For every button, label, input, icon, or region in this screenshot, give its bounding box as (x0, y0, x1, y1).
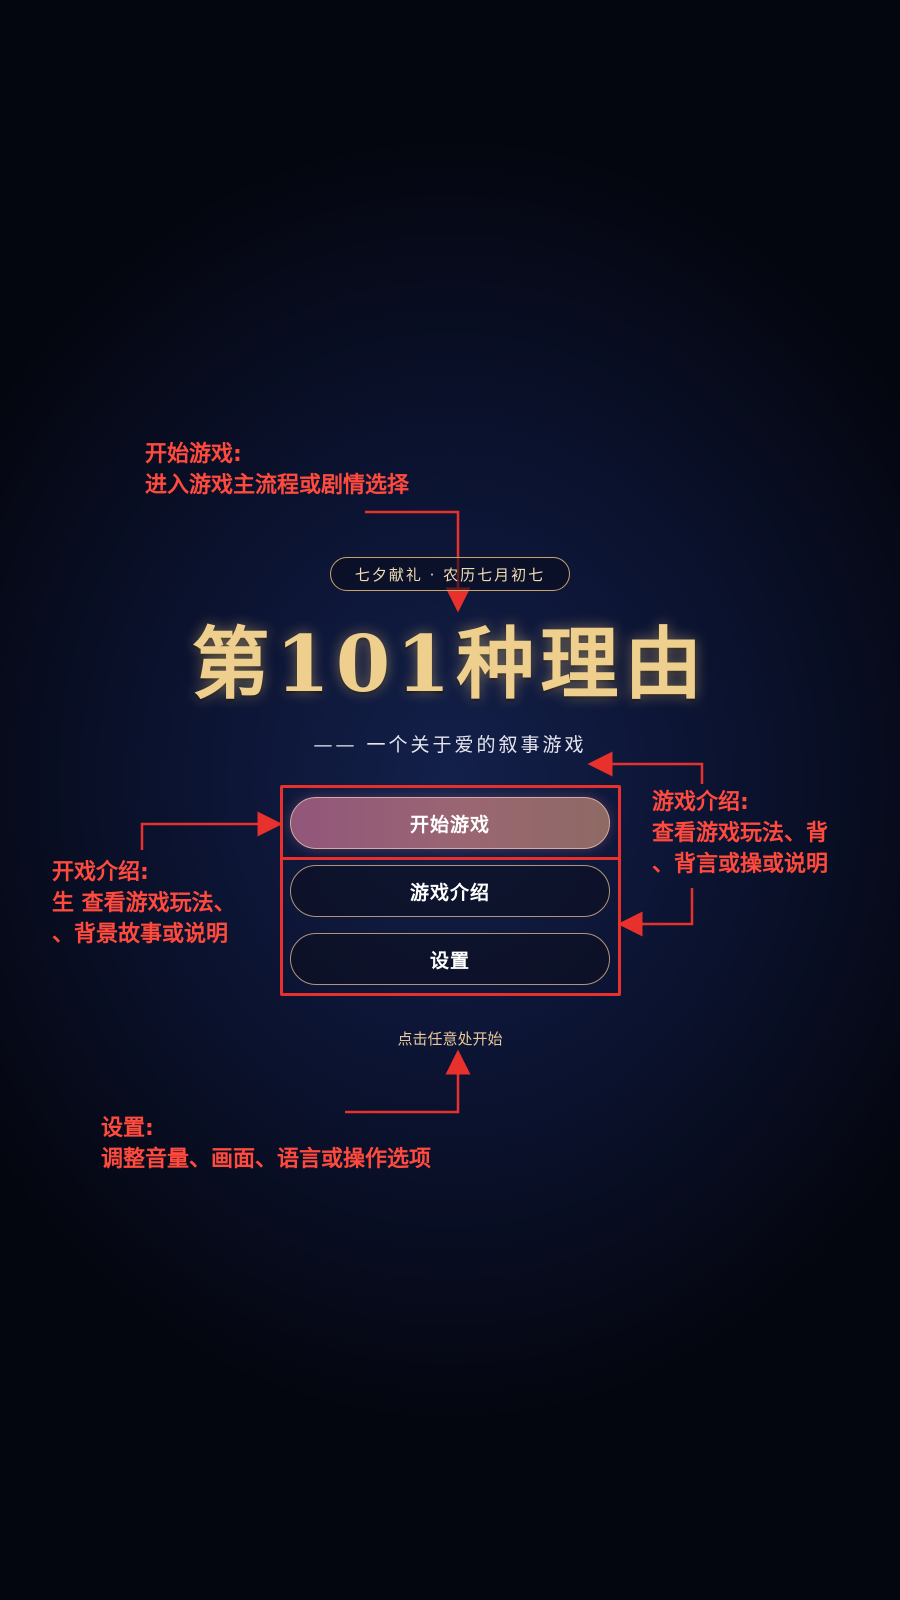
menu-highlight-divider (280, 857, 621, 860)
annotation-start-desc: 进入游戏主流程或剧情选择 (145, 473, 410, 498)
event-badge: 七夕献礼 · 农历七月初七 (330, 557, 570, 591)
annotation-left-title: 开戏介绍: (52, 860, 149, 885)
annotation-settings-title: 设置: (101, 1116, 154, 1141)
annotation-right-desc-1: 查看游戏玩法、背 (652, 821, 829, 846)
annotation-start-game: 开始游戏: 进入游戏主流程或剧情选择 (145, 439, 409, 501)
annotation-arrow-settings (345, 1049, 471, 1114)
game-intro-button[interactable]: 游戏介绍 (290, 865, 610, 917)
annotation-right-intro: 游戏介绍: 查看游戏玩法、背 、背言或操或说明 (652, 787, 828, 880)
game-title: 第101种理由 (191, 619, 709, 710)
tap-to-start-hint[interactable]: 点击任意处开始 (397, 1030, 503, 1048)
game-subtitle: —— 一个关于爱的叙事游戏 (313, 734, 587, 756)
annotation-arrow-left (140, 811, 283, 850)
annotation-left-intro: 开戏介绍: 生 查看游戏玩法、 、背景故事或说明 (52, 857, 236, 950)
annotation-start-title: 开始游戏: (145, 442, 242, 467)
annotation-arrow-right-bottom (617, 888, 694, 937)
annotation-arrow-right-top (587, 751, 704, 784)
annotation-left-desc-2: 、背景故事或说明 (52, 922, 229, 947)
annotation-right-desc-2: 、背言或操或说明 (652, 852, 829, 877)
start-game-button[interactable]: 开始游戏 (290, 797, 610, 849)
annotation-right-title: 游戏介绍: (652, 790, 749, 815)
annotation-settings-desc: 调整音量、画面、语言或操作选项 (101, 1147, 432, 1172)
settings-button[interactable]: 设置 (290, 933, 610, 985)
annotation-settings: 设置: 调整音量、画面、语言或操作选项 (101, 1113, 431, 1175)
annotation-left-desc-1: 生 查看游戏玩法、 (52, 891, 236, 916)
menu-highlight-box (280, 785, 621, 996)
